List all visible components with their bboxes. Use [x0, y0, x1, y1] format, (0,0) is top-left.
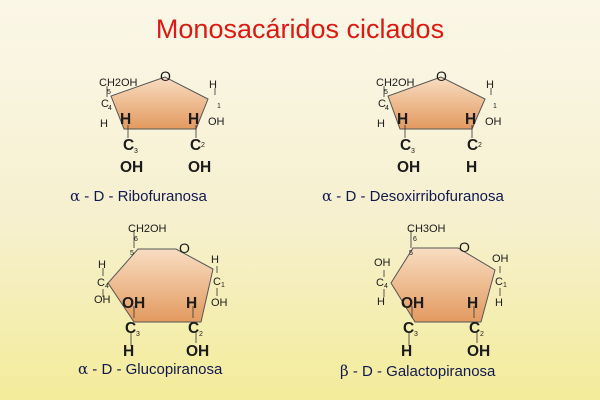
c4-label: C [378, 98, 386, 110]
c3-label: C [123, 137, 134, 154]
c5-number: 5 [384, 89, 388, 96]
c3-number: 3 [411, 148, 415, 155]
c2-oh-label: OH [467, 343, 490, 360]
c2-h-label: H [188, 111, 199, 128]
c5-number: 5 [107, 89, 111, 96]
c2-label: C [469, 320, 480, 337]
c2-h2-label: H [466, 159, 477, 176]
c2-label: C [190, 137, 201, 154]
c4-number: 4 [108, 105, 112, 112]
c5-number: 5 [130, 250, 134, 257]
c2-oh-label: OH [188, 159, 211, 176]
c1-number: 1 [503, 282, 507, 289]
c2-h-label: H [465, 111, 476, 128]
c2-oh-label: OH [186, 343, 209, 360]
c4-number: 4 [384, 283, 388, 290]
c1-number: 1 [221, 282, 225, 289]
c3-oh-label: OH [120, 159, 143, 176]
c2-label: C [467, 137, 478, 154]
c3-label: C [400, 137, 411, 154]
c2-label: C [188, 320, 199, 337]
c2-number: 2 [199, 331, 203, 338]
galactopiranosa-ring [390, 247, 496, 323]
c1-oh-label: OH [492, 253, 509, 265]
c3-oh-label: OH [397, 159, 420, 176]
ribofuranosa-ring [110, 76, 209, 130]
c1-oh-label: OH [211, 297, 228, 309]
c1-h-label: H [495, 297, 503, 309]
ribofuranosa-structure: CH2OH 5 C 4 H O H 1 OH H C 3 OH H C 2 OH… [70, 68, 225, 205]
glucopiranosa-structure: CH2OH 6 5 O H C 4 OH H C 1 OH OH C 3 H H… [78, 223, 228, 378]
c1-label: C [495, 276, 503, 288]
c5-number: 5 [409, 250, 413, 257]
c2-number: 2 [478, 142, 482, 149]
c3-oh-label: OH [401, 295, 424, 312]
glucopiranosa-caption: α - D - Glucopiranosa [78, 360, 223, 378]
c4-oh-label: OH [94, 294, 111, 306]
c3-label: C [125, 320, 136, 337]
c1-h-label: H [211, 254, 219, 266]
c2-number: 2 [201, 142, 205, 149]
c3-number: 3 [414, 331, 418, 338]
ribofuranosa-caption: α - D - Ribofuranosa [70, 187, 208, 205]
c2-h-label: H [186, 295, 197, 312]
c1-h-label: H [486, 79, 494, 91]
c3-oh-label: OH [122, 295, 145, 312]
desoxirribofuranosa-caption: α - D - Desoxirribofuranosa [322, 187, 505, 205]
c4-h-label: H [98, 259, 106, 271]
galactopiranosa-structure: CH3OH 6 5 O OH C 4 H OH C 1 H OH C 3 H H… [340, 223, 509, 380]
ch2oh-label: CH2OH [128, 223, 167, 235]
galactopiranosa-caption: β - D - Galactopiranosa [340, 362, 496, 380]
c4-label: C [101, 98, 109, 110]
glucopiranosa-ring [107, 248, 214, 323]
c4-number: 4 [105, 283, 109, 290]
c2-number: 2 [480, 331, 484, 338]
c3-h-label: H [401, 343, 412, 360]
c3-h-label: H [397, 111, 408, 128]
c4-label: C [97, 277, 105, 289]
ring-oxygen: O [459, 239, 470, 255]
c3-label: C [403, 320, 414, 337]
ch2oh-label: CH2OH [99, 77, 138, 89]
desoxirribofuranosa-structure: CH2OH 5 C 4 H O H 1 OH H C 3 OH H C 2 H … [322, 68, 505, 205]
c1-oh-label: OH [485, 116, 502, 128]
page-title: Monosacáridos ciclados [155, 14, 445, 44]
c1-number: 1 [217, 103, 221, 110]
ring-oxygen: O [160, 68, 171, 84]
desoxirribofuranosa-ring [387, 76, 486, 130]
c4-h-label: H [377, 118, 385, 130]
c4-number: 4 [385, 105, 389, 112]
c1-number: 1 [493, 103, 497, 110]
c3-number: 3 [136, 331, 140, 338]
c1-h-label: H [209, 79, 217, 91]
c6-number: 6 [134, 236, 138, 243]
c3-h-label: H [120, 111, 131, 128]
ring-oxygen: O [179, 240, 190, 256]
ch2oh-label: CH2OH [376, 77, 415, 89]
c4-h-label: H [100, 118, 108, 130]
c1-oh-label: OH [208, 116, 225, 128]
ch2oh-label: CH3OH [407, 223, 446, 235]
c4-oh-label: OH [374, 257, 391, 269]
c1-label: C [213, 276, 221, 288]
c6-number: 6 [413, 236, 417, 243]
c4-h-label: H [377, 296, 385, 308]
c3-number: 3 [134, 148, 138, 155]
c4-label: C [376, 277, 384, 289]
ring-oxygen: O [436, 68, 447, 84]
c2-h-label: H [467, 295, 478, 312]
c3-h-label: H [123, 343, 134, 360]
